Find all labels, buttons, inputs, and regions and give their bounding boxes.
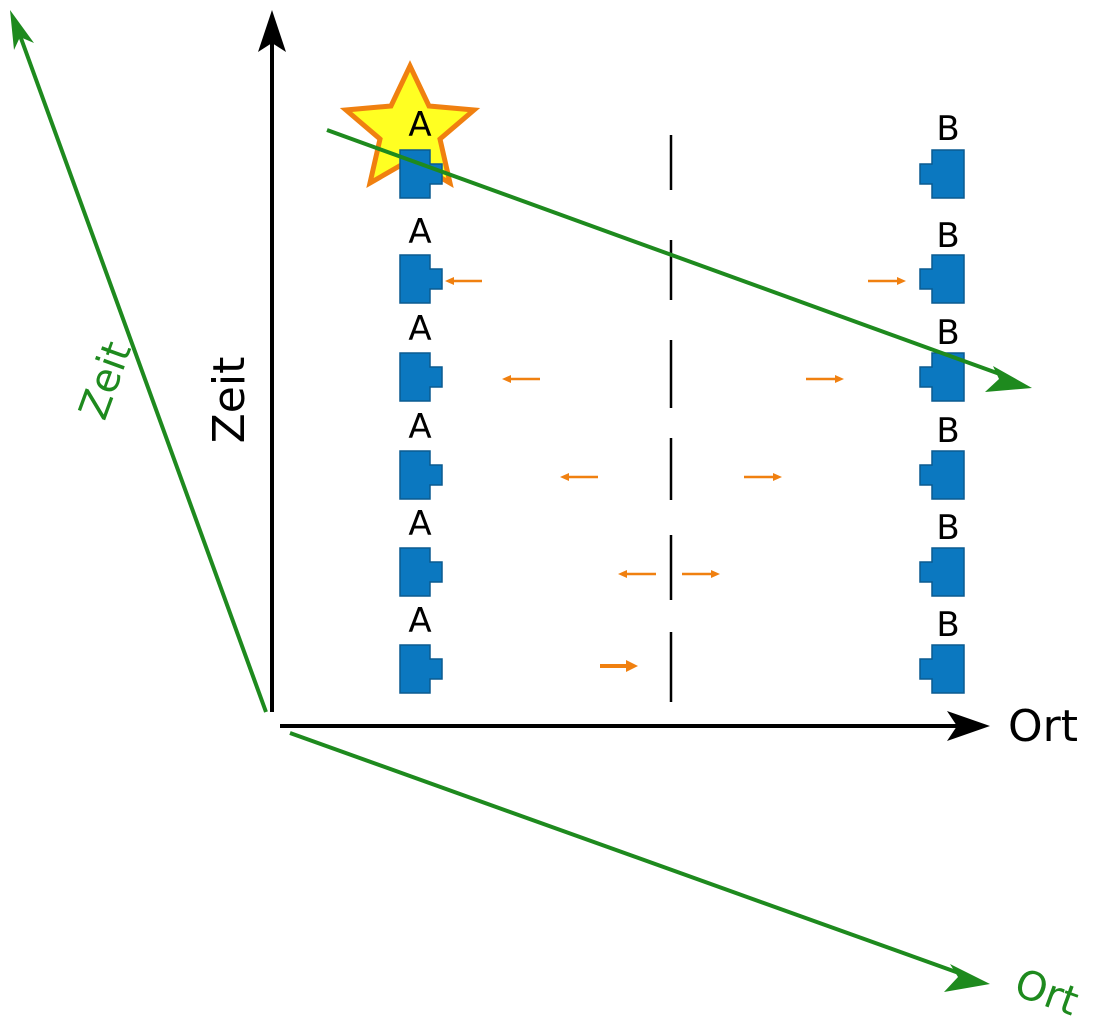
time-axis-label: Zeit <box>204 357 255 444</box>
clock-icon <box>399 547 443 597</box>
clock-b-label: B <box>936 216 959 256</box>
clock-icon <box>919 352 965 402</box>
clock-icon <box>399 644 443 694</box>
clock-icon <box>919 254 965 304</box>
moving-time-axis-line <box>16 29 268 713</box>
signal-arrow <box>682 570 720 578</box>
primary-axes: Zeit Ort <box>204 10 1078 752</box>
moving-frame-axes: Zeit Ort <box>10 10 1084 1025</box>
signal-arrow <box>600 660 638 672</box>
simultaneity-line-arrowhead <box>985 366 1032 392</box>
simultaneity-line <box>326 128 1032 392</box>
clock-a-label: A <box>408 212 431 252</box>
moving-time-axis-label: Zeit <box>71 336 141 426</box>
clock-icon <box>919 149 965 199</box>
moving-space-axis-arrowhead <box>944 964 990 992</box>
moving-time-axis-arrowhead <box>10 10 34 50</box>
clock-icon <box>919 450 965 500</box>
clock-b-label: B <box>936 508 959 548</box>
clock-icon <box>919 644 965 694</box>
clock-icon <box>399 352 443 402</box>
clock-b-label: B <box>936 411 959 451</box>
signal-arrow <box>868 277 906 285</box>
moving-space-axis-label: Ort <box>1009 960 1085 1025</box>
clock-b-label: B <box>936 605 959 645</box>
clock-b-label: B <box>936 313 959 353</box>
signal-arrow <box>618 570 656 578</box>
space-axis-label: Ort <box>1008 701 1078 752</box>
signal-arrow <box>445 277 482 285</box>
space-axis-arrowhead <box>947 711 990 741</box>
clock-icon <box>399 254 443 304</box>
clock-a-label: A <box>408 105 431 145</box>
signal-arrow <box>502 375 540 383</box>
moving-space-axis-line <box>289 731 971 979</box>
clock-icon <box>919 547 965 597</box>
signal-arrow <box>744 473 782 481</box>
clock-a-label: A <box>408 407 431 447</box>
clock-a-label: A <box>408 601 431 641</box>
signal-arrow <box>560 473 598 481</box>
signal-arrow <box>806 375 844 383</box>
clock-icon <box>399 450 443 500</box>
clock-b-label: B <box>936 109 959 149</box>
clock-a-label: A <box>408 504 431 544</box>
clock-a-label: A <box>408 309 431 349</box>
time-axis-arrowhead <box>258 10 286 52</box>
simultaneity-line-stroke <box>326 128 1009 379</box>
